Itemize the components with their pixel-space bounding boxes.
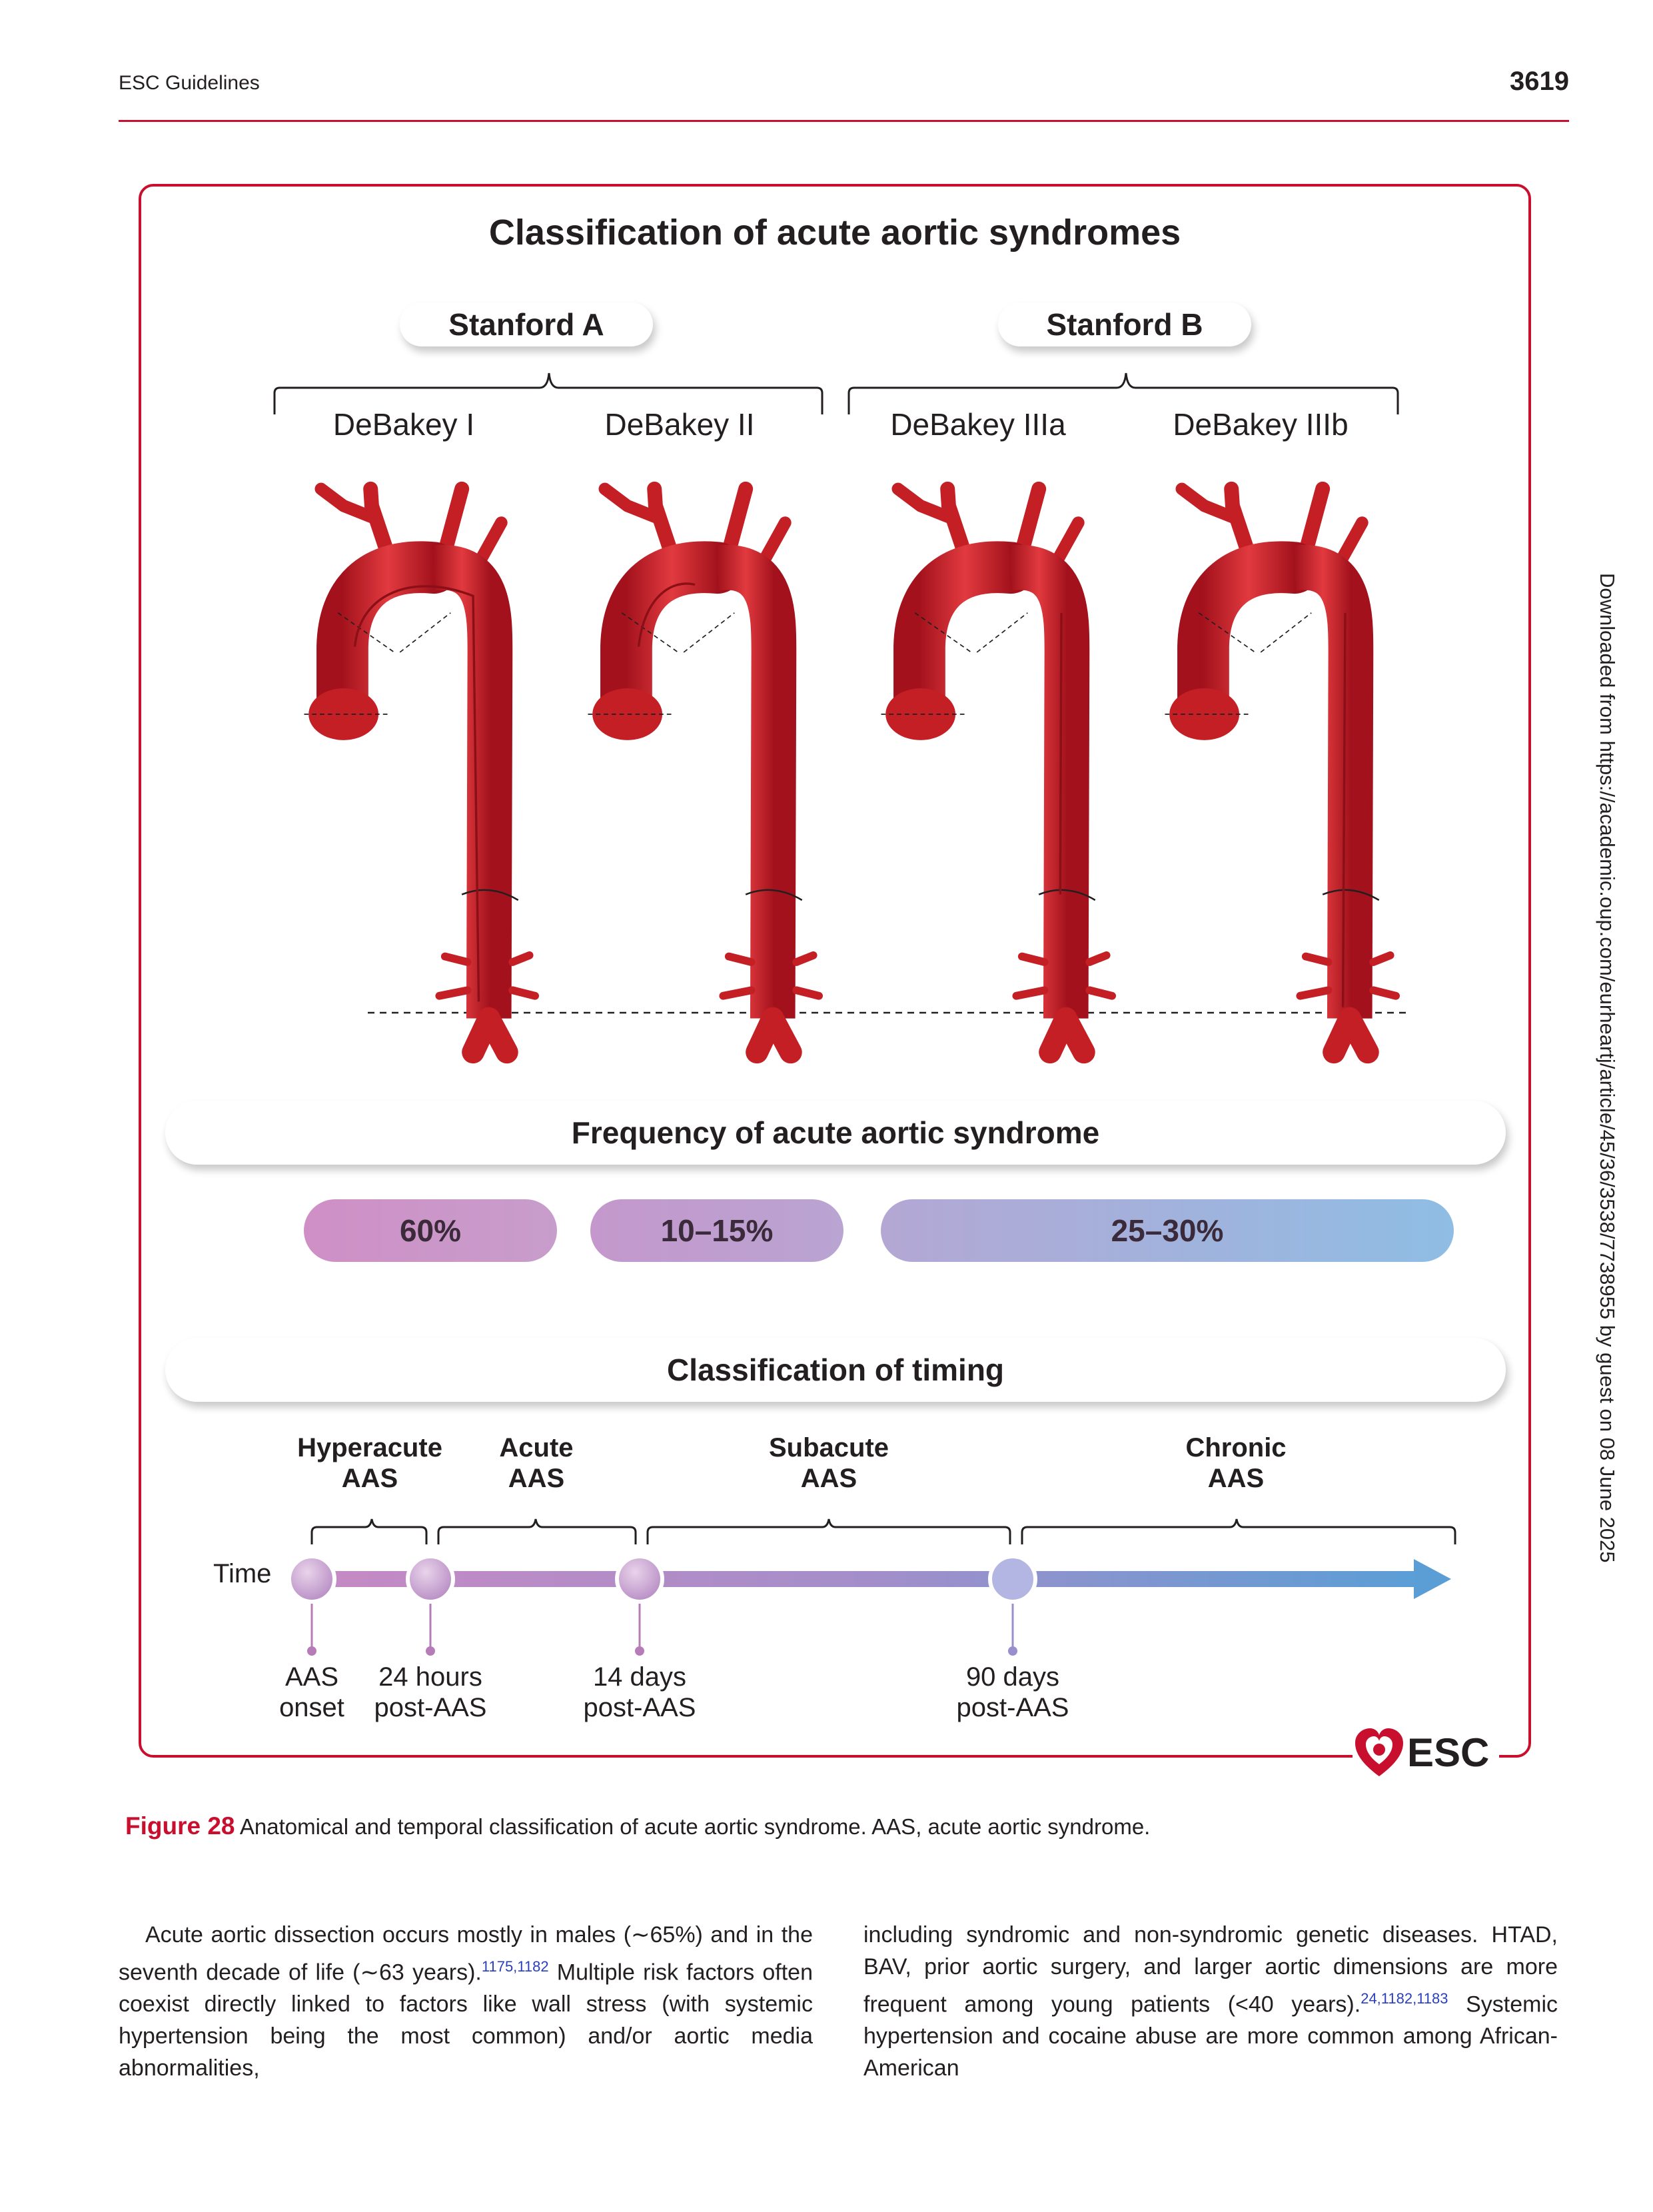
running-head: ESC Guidelines xyxy=(119,72,260,94)
stanford-a-brace xyxy=(273,372,824,414)
dissection-flap-ascending xyxy=(637,582,696,647)
phase-chronic-line1: Chronic xyxy=(1185,1433,1287,1462)
header-rule xyxy=(119,120,1569,122)
body-column-right: including syndromic and non-syndromic ge… xyxy=(863,1919,1558,2084)
phase-hyperacute-line2: AAS xyxy=(341,1464,398,1493)
timepoint-24h-line1: 24 hours xyxy=(378,1662,482,1692)
timepoint-14d-line2: post-AAS xyxy=(583,1693,696,1722)
phase-chronic-line2: AAS xyxy=(1207,1464,1265,1493)
timepoint-24h-line2: post-AAS xyxy=(374,1693,487,1722)
aorta-debakey-i xyxy=(282,466,562,1086)
dissection-flap-thoracic xyxy=(1059,612,1063,895)
phase-hyperacute: Hyperacute AAS xyxy=(267,1432,473,1494)
body-left-text-2: Multiple risk factors often coexist dire… xyxy=(119,1959,813,2081)
timepoint-14d-line1: 14 days xyxy=(592,1662,687,1692)
timepoint-90d: 90 days post-AAS xyxy=(946,1662,1079,1723)
esc-logo xyxy=(1353,1724,1499,1784)
aorta-debakey-iiia xyxy=(859,466,1139,1086)
frequency-title: Frequency of acute aortic syndrome xyxy=(165,1101,1506,1165)
citation-link[interactable]: 1175,1182 xyxy=(481,1958,549,1975)
timeline-arrowhead xyxy=(1414,1559,1451,1599)
time-axis-label: Time xyxy=(213,1559,272,1588)
phase-hyperacute-line1: Hyperacute xyxy=(297,1433,442,1462)
timing-title: Classification of timing xyxy=(165,1338,1506,1402)
body-right-text-1: including syndromic and non-syndromic ge… xyxy=(863,1922,1558,2017)
debakey-iiib-label: DeBakey IIIb xyxy=(1173,407,1349,442)
timepoint-onset-line2: onset xyxy=(279,1693,344,1722)
debakey-iiia-label: DeBakey IIIa xyxy=(890,407,1066,442)
debakey-ii-label: DeBakey II xyxy=(604,407,755,442)
esc-logo-text: ESC xyxy=(1407,1730,1490,1775)
body-right-text-2: Systemic hypertension and cocaine abuse … xyxy=(863,1991,1558,2081)
aorta-debakey-ii xyxy=(566,466,846,1086)
aorta-debakey-iiib xyxy=(1143,466,1423,1086)
chronic-brace xyxy=(1021,1518,1456,1544)
phase-acute-line1: Acute xyxy=(499,1433,574,1462)
acute-brace xyxy=(437,1518,637,1544)
stanford-b-brace xyxy=(847,372,1399,414)
node-onset xyxy=(287,1554,336,1604)
esc-heart-icon xyxy=(1355,1728,1403,1776)
timepoint-onset-line1: AAS xyxy=(284,1662,339,1692)
node-24h xyxy=(406,1554,455,1604)
phase-subacute-line2: AAS xyxy=(800,1464,857,1493)
timepoint-90d-line2: post-AAS xyxy=(956,1693,1069,1722)
debakey-i-label: DeBakey I xyxy=(332,407,475,442)
figure-label: Figure 28 xyxy=(125,1812,235,1840)
frequency-debakey-ii: 10–15% xyxy=(590,1199,843,1262)
subacute-brace xyxy=(646,1518,1011,1544)
frequency-stanford-b: 25–30% xyxy=(881,1199,1454,1262)
dissection-flap-descending xyxy=(1341,612,1347,1007)
stanford-b-label: Stanford B xyxy=(998,302,1251,346)
figure-caption: Figure 28 Anatomical and temporal classi… xyxy=(125,1812,1578,1840)
frequency-debakey-i: 60% xyxy=(304,1199,557,1262)
figure-frame xyxy=(139,184,1531,1758)
phase-subacute: Subacute AAS xyxy=(749,1432,909,1494)
phase-chronic: Chronic AAS xyxy=(1159,1432,1313,1494)
page-number: 3619 xyxy=(1510,67,1569,96)
body-column-left: Acute aortic dissection occurs mostly in… xyxy=(119,1919,813,2084)
timepoint-14d: 14 days post-AAS xyxy=(573,1662,706,1723)
timeline-bar xyxy=(312,1571,1418,1587)
download-note: Downloaded from https://academic.oup.com… xyxy=(1596,573,1619,1563)
body-left-text-1: Acute aortic dissection occurs mostly in… xyxy=(119,1922,813,1985)
phase-acute: Acute AAS xyxy=(466,1432,606,1494)
timepoint-onset: AAS onset xyxy=(259,1662,365,1723)
phase-subacute-line1: Subacute xyxy=(768,1433,889,1462)
timepoint-24h: 24 hours post-AAS xyxy=(364,1662,497,1723)
dissection-flap-full xyxy=(353,585,480,1002)
timepoint-90d-line1: 90 days xyxy=(965,1662,1060,1692)
figure-caption-text: Anatomical and temporal classification o… xyxy=(239,1814,1151,1839)
citation-link[interactable]: 24,1182,1183 xyxy=(1361,1990,1448,2007)
figure-title: Classification of acute aortic syndromes xyxy=(488,213,1181,253)
phase-acute-line2: AAS xyxy=(508,1464,565,1493)
node-90d xyxy=(988,1554,1037,1604)
node-14d xyxy=(615,1554,664,1604)
stanford-a-label: Stanford A xyxy=(400,302,653,346)
hyperacute-brace xyxy=(310,1518,428,1544)
